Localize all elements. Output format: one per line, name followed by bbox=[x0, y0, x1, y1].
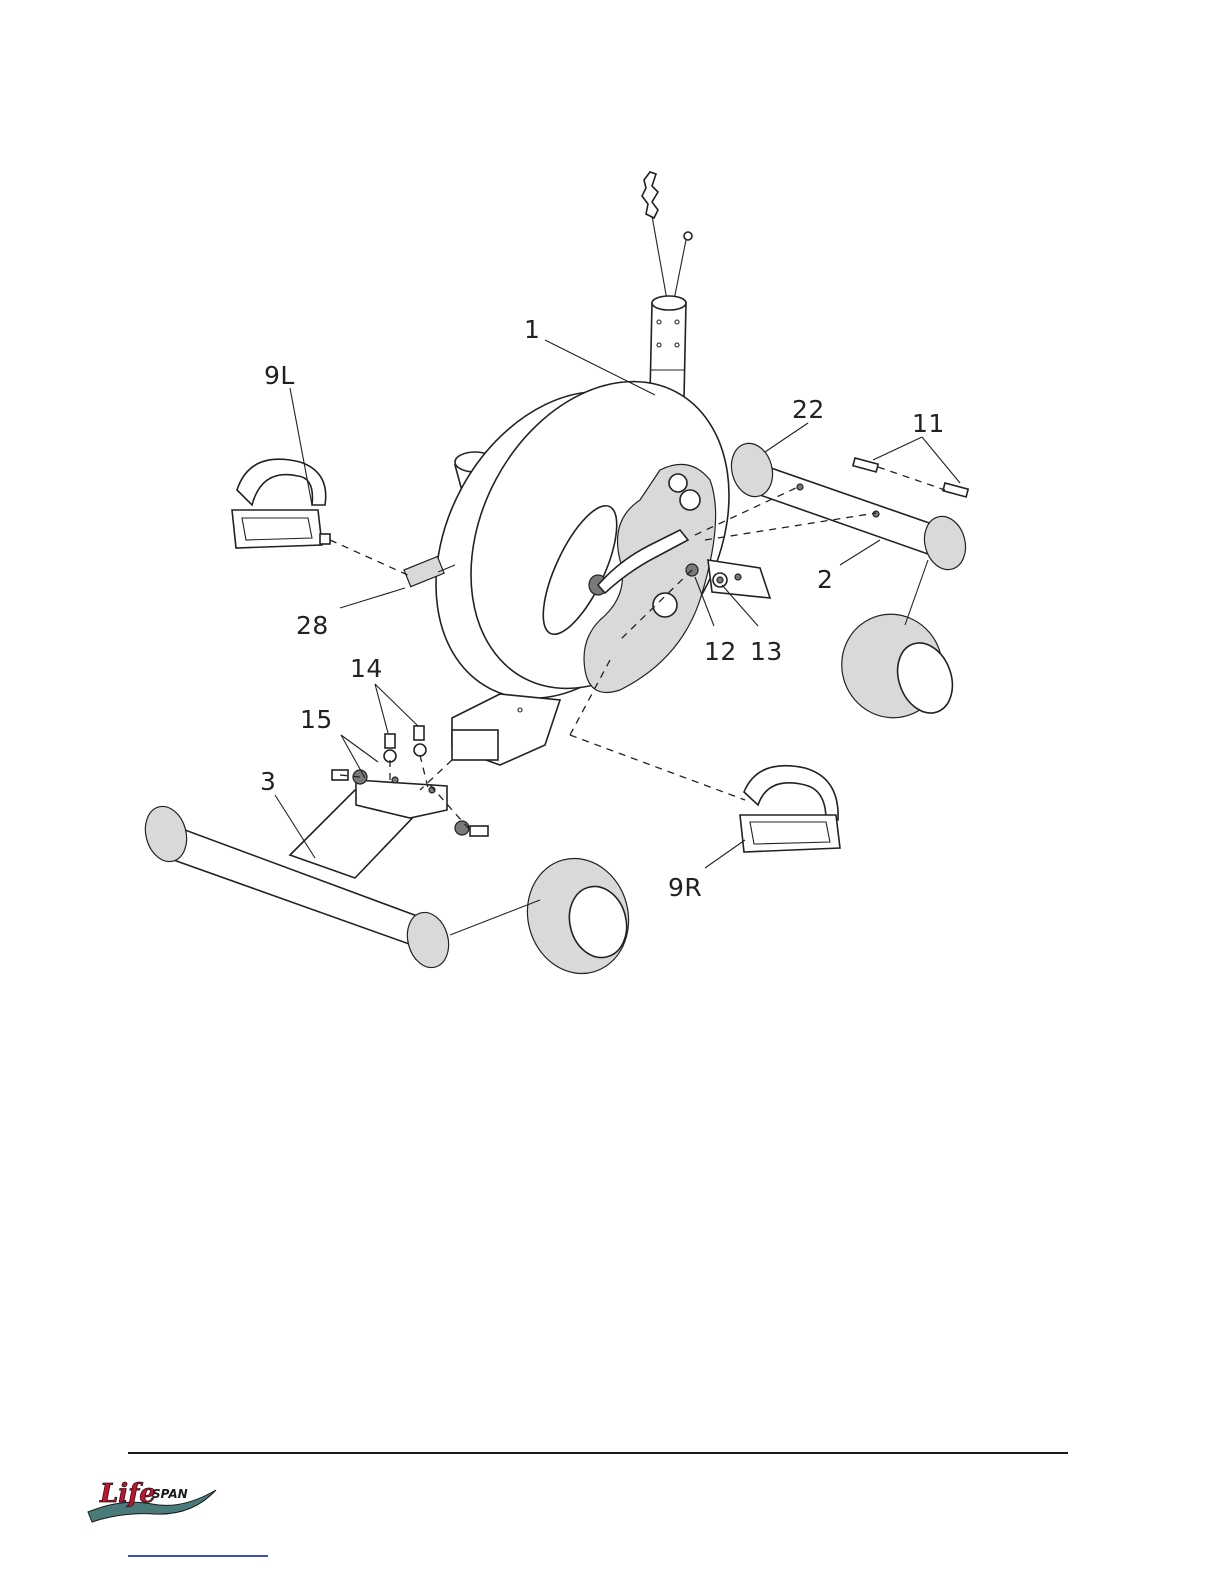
lifespan-logo: Life SPAN bbox=[82, 1468, 222, 1528]
pedal-left bbox=[232, 459, 330, 548]
footer-link-underline[interactable] bbox=[128, 1555, 268, 1557]
label-part-13: 13 bbox=[750, 637, 783, 666]
label-part-9L: 9L bbox=[264, 361, 295, 390]
bolts-11 bbox=[853, 458, 968, 497]
front-frame-tube bbox=[452, 694, 560, 765]
label-part-1: 1 bbox=[524, 315, 540, 344]
label-part-22: 22 bbox=[792, 395, 825, 424]
flywheel-housing bbox=[385, 337, 780, 744]
pedal-right bbox=[740, 766, 840, 852]
svg-text:Life: Life bbox=[99, 1479, 156, 1509]
label-part-11: 11 bbox=[912, 409, 945, 438]
sensor-wire bbox=[642, 172, 692, 300]
rear-end-cap bbox=[827, 560, 962, 732]
svg-text:SPAN: SPAN bbox=[152, 1487, 188, 1501]
front-stabilizer bbox=[139, 777, 454, 972]
label-part-15: 15 bbox=[300, 705, 333, 734]
front-wheel-cap bbox=[515, 847, 642, 985]
rear-stabilizer bbox=[726, 439, 972, 575]
footer-divider bbox=[128, 1452, 1068, 1454]
label-part-9R: 9R bbox=[668, 873, 702, 902]
label-part-28: 28 bbox=[296, 611, 329, 640]
label-part-12: 12 bbox=[704, 637, 737, 666]
label-part-14: 14 bbox=[350, 654, 383, 683]
label-part-2: 2 bbox=[817, 565, 833, 594]
label-part-3: 3 bbox=[260, 767, 276, 796]
